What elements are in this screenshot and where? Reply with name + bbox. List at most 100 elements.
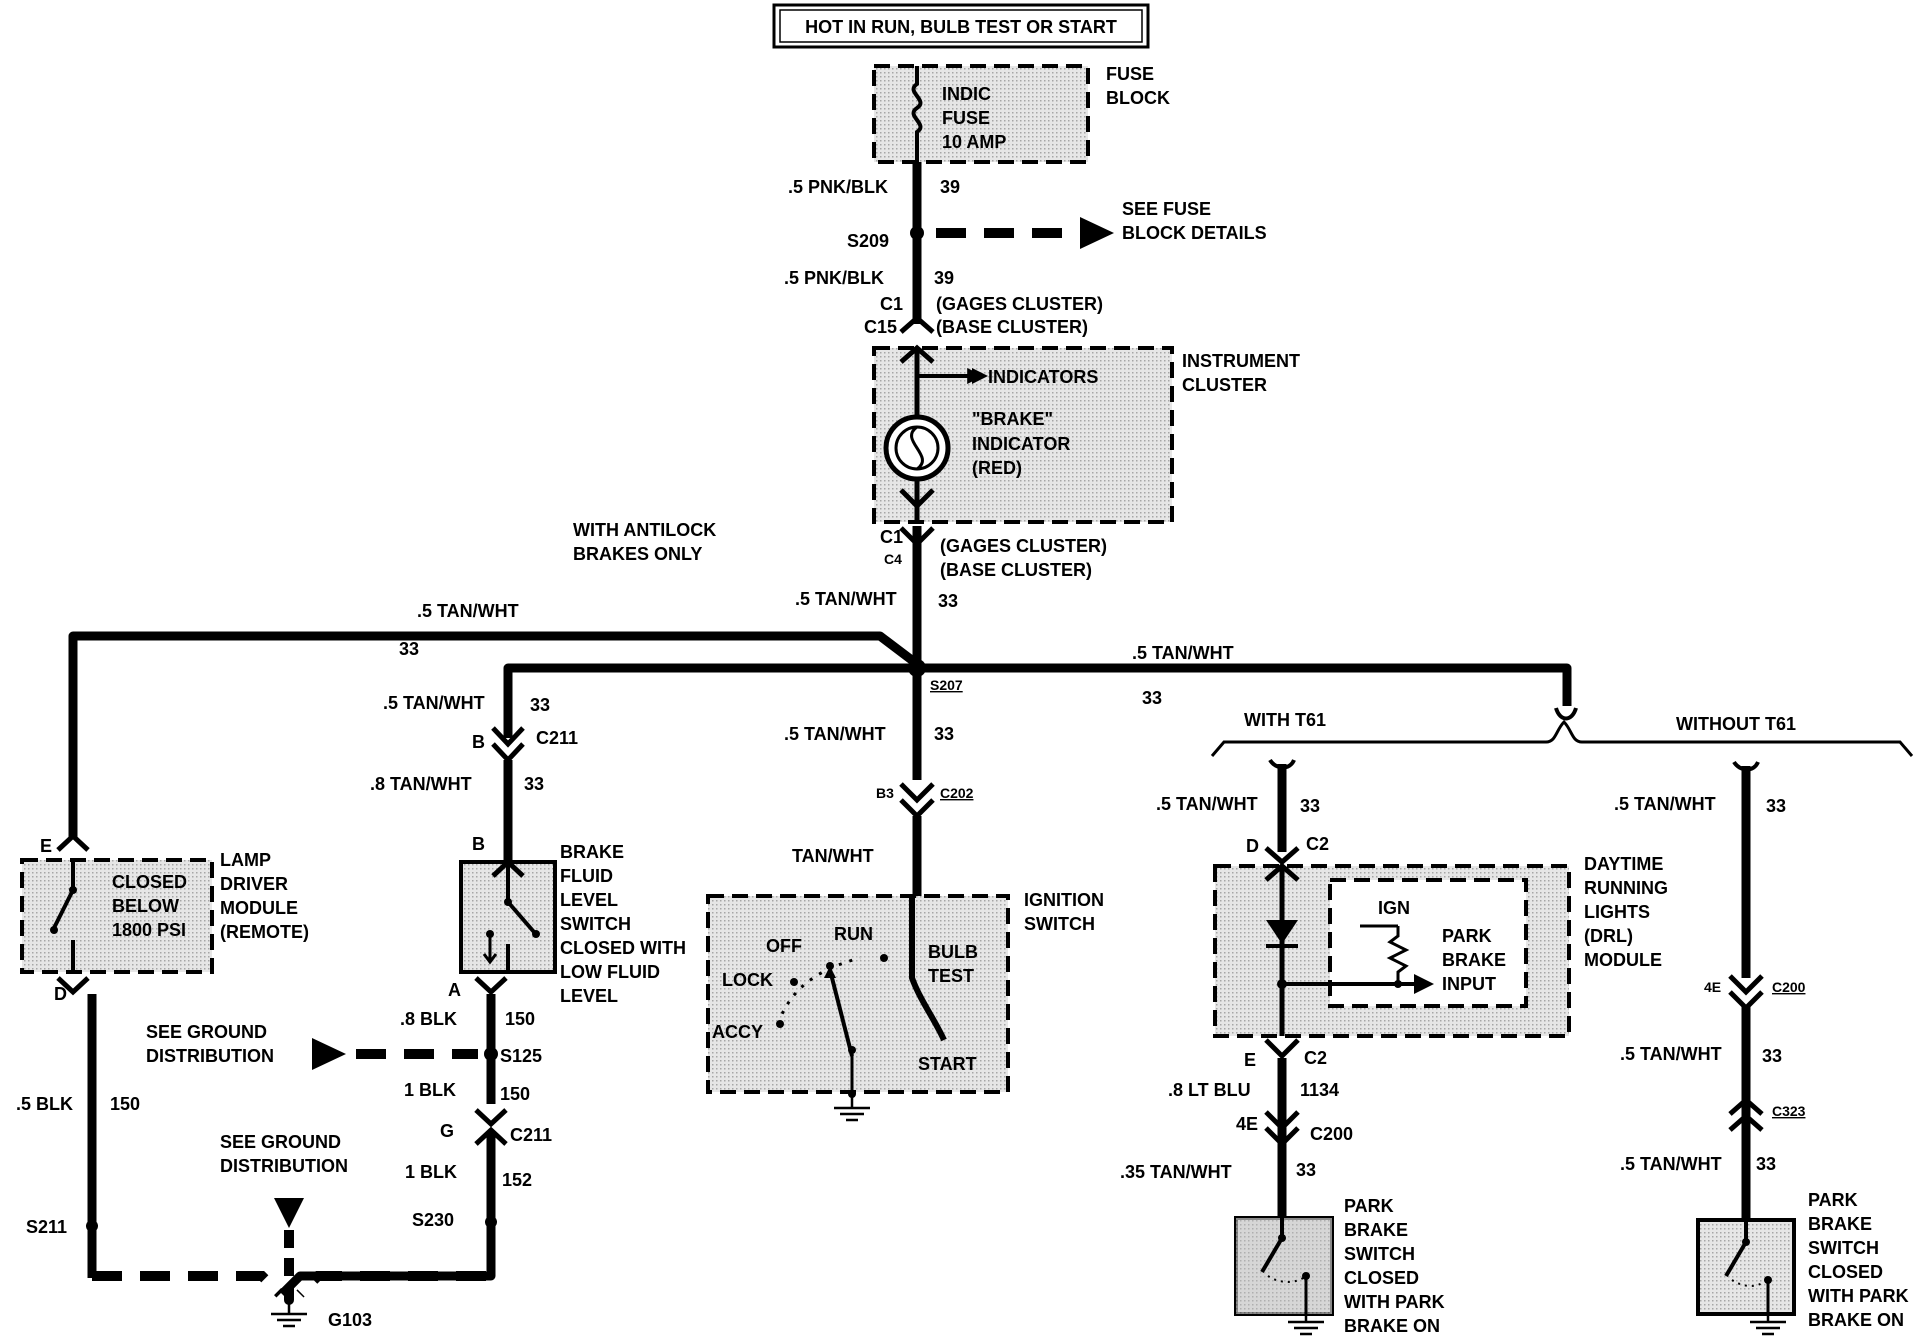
with-wire-1: .5 TAN/WHT xyxy=(1156,794,1258,814)
without-circuit-3: 33 xyxy=(1756,1154,1776,1174)
lamp-driver-module: CLOSED BELOW 1800 PSI xyxy=(20,858,214,974)
with-pin-e: E xyxy=(1244,1050,1256,1070)
drl-module: IGN PARK BRAKE INPUT xyxy=(1213,862,1571,1038)
drl-name-3: LIGHTS xyxy=(1584,902,1650,922)
fuse-block: INDIC FUSE 10 AMP FUSE BLOCK xyxy=(872,64,1170,164)
conn-base-top: (BASE CLUSTER) xyxy=(936,317,1088,337)
with-circuit-1: 33 xyxy=(1300,796,1320,816)
lamp-name-2: DRIVER xyxy=(220,874,288,894)
wire-label-pnk-blk-2: .5 PNK/BLK xyxy=(784,268,884,288)
connector-chevron-cluster-in xyxy=(899,314,935,334)
trunk-wire-label: .5 TAN/WHT xyxy=(795,589,897,609)
with-conn-c2b: C2 xyxy=(1304,1048,1327,1068)
bf-wire-2: .8 TAN/WHT xyxy=(370,774,472,794)
arrow-down-ground-icon xyxy=(274,1198,304,1228)
fuse-block-name-1: FUSE xyxy=(1106,64,1154,84)
left-branch-circuit: 33 xyxy=(399,639,419,659)
drl-ign: IGN xyxy=(1378,898,1410,918)
park-right-5: WITH PARK xyxy=(1808,1286,1909,1306)
drl-name-2: RUNNING xyxy=(1584,878,1668,898)
with-conn-c200: C200 xyxy=(1310,1124,1353,1144)
ground-park-right-icon xyxy=(1750,1314,1786,1336)
gnd-conn-c211: C211 xyxy=(510,1125,552,1145)
ign-run: RUN xyxy=(834,924,873,944)
ign-wire-2: TAN/WHT xyxy=(792,846,874,866)
lamp-ground-wire: .5 BLK xyxy=(16,1094,73,1114)
brake-fluid-level-switch xyxy=(459,858,557,974)
bf-switch-5: CLOSED WITH xyxy=(560,938,686,958)
conn-c15: C15 xyxy=(864,317,897,337)
lamp-ground-circuit: 150 xyxy=(110,1094,140,1114)
wire-left-antilock xyxy=(68,631,920,838)
conn-c1-bottom: C1 xyxy=(880,527,903,547)
ign-start: START xyxy=(918,1054,977,1074)
wire-to-brake-fluid xyxy=(503,663,917,738)
connector-chevron-g xyxy=(474,1108,508,1128)
circuit-39-1: 39 xyxy=(940,177,960,197)
see-fuse-1: SEE FUSE xyxy=(1122,199,1211,219)
drl-park-2: BRAKE xyxy=(1442,950,1506,970)
trunk-circuit: 33 xyxy=(938,591,958,611)
header-banner: HOT IN RUN, BULB TEST OR START xyxy=(772,3,1150,49)
ign-accy: ACCY xyxy=(712,1022,763,1042)
gnd-pin-a: A xyxy=(448,980,461,1000)
bf-switch-1: BRAKE xyxy=(560,842,624,862)
circuit-39-2: 39 xyxy=(934,268,954,288)
instrument-cluster: INDICATORS "BRAKE" INDICATOR (RED) INSTR… xyxy=(872,344,1300,524)
indicators-label: INDICATORS xyxy=(988,367,1098,387)
with-pin-d: D xyxy=(1246,836,1259,856)
s230-label: S230 xyxy=(412,1210,454,1230)
bf-pin-b: B xyxy=(472,732,485,752)
see-gnd-2-2: DISTRIBUTION xyxy=(220,1156,348,1176)
bf-switch-3: LEVEL xyxy=(560,890,618,910)
bf-pin-b2: B xyxy=(472,834,485,854)
cluster-name-1: INSTRUMENT xyxy=(1182,351,1300,371)
bf-conn-c211: C211 xyxy=(536,728,578,748)
s209-label: S209 xyxy=(847,231,889,251)
connector-chevron-a xyxy=(474,976,508,996)
conn-c1-top: C1 xyxy=(880,294,903,314)
ground-g103-icon xyxy=(271,1300,307,1328)
park-left-5: WITH PARK xyxy=(1344,1292,1445,1312)
bf-wire-1: .5 TAN/WHT xyxy=(383,693,485,713)
right-branch-circuit: 33 xyxy=(1142,688,1162,708)
bf-circuit-2: 33 xyxy=(524,774,544,794)
ign-off: OFF xyxy=(766,936,802,956)
lamp-contact-3: 1800 PSI xyxy=(112,920,186,940)
g103-label: G103 xyxy=(328,1310,372,1330)
without-t61-label: WITHOUT T61 xyxy=(1676,714,1796,734)
ign-wire-1: .5 TAN/WHT xyxy=(784,724,886,744)
gnd-circuit-2: 150 xyxy=(500,1084,530,1104)
connector-chevron-c200-left xyxy=(1264,1110,1300,1148)
bf-switch-4: SWITCH xyxy=(560,914,631,934)
park-left-3: SWITCH xyxy=(1344,1244,1415,1264)
fuse-block-name-2: BLOCK xyxy=(1106,88,1170,108)
s125-label: S125 xyxy=(500,1046,542,1066)
ign-b3: B3 xyxy=(876,785,894,801)
lamp-contact-1: CLOSED xyxy=(112,872,187,892)
connector-chevron-c323 xyxy=(1728,1096,1764,1132)
splice-s211 xyxy=(86,1220,98,1232)
splice-s230 xyxy=(485,1216,497,1228)
lamp-name-3: MODULE xyxy=(220,898,298,918)
gnd-circuit-3: 152 xyxy=(502,1170,532,1190)
see-fuse-2: BLOCK DETAILS xyxy=(1122,223,1267,243)
conn-c4: C4 xyxy=(884,551,902,567)
s211-label: S211 xyxy=(26,1217,67,1237)
lamp-contact-2: BELOW xyxy=(112,896,179,916)
cluster-name-2: CLUSTER xyxy=(1182,375,1267,395)
with-wire-2: .8 LT BLU xyxy=(1168,1080,1251,1100)
brake-label-2: INDICATOR xyxy=(972,434,1070,454)
splice-s125 xyxy=(484,1047,498,1061)
connector-chevron-c202 xyxy=(899,782,935,820)
park-left-1: PARK xyxy=(1344,1196,1394,1216)
ground-park-left-icon xyxy=(1288,1314,1324,1336)
with-circuit-3: 33 xyxy=(1296,1160,1316,1180)
drl-name-1: DAYTIME xyxy=(1584,854,1663,874)
lamp-pin-e: E xyxy=(40,836,52,856)
park-brake-switch-right xyxy=(1696,1218,1796,1316)
drl-name-4: (DRL) xyxy=(1584,926,1633,946)
resistor-icon xyxy=(1360,924,1410,984)
bf-circuit-1: 33 xyxy=(530,695,550,715)
